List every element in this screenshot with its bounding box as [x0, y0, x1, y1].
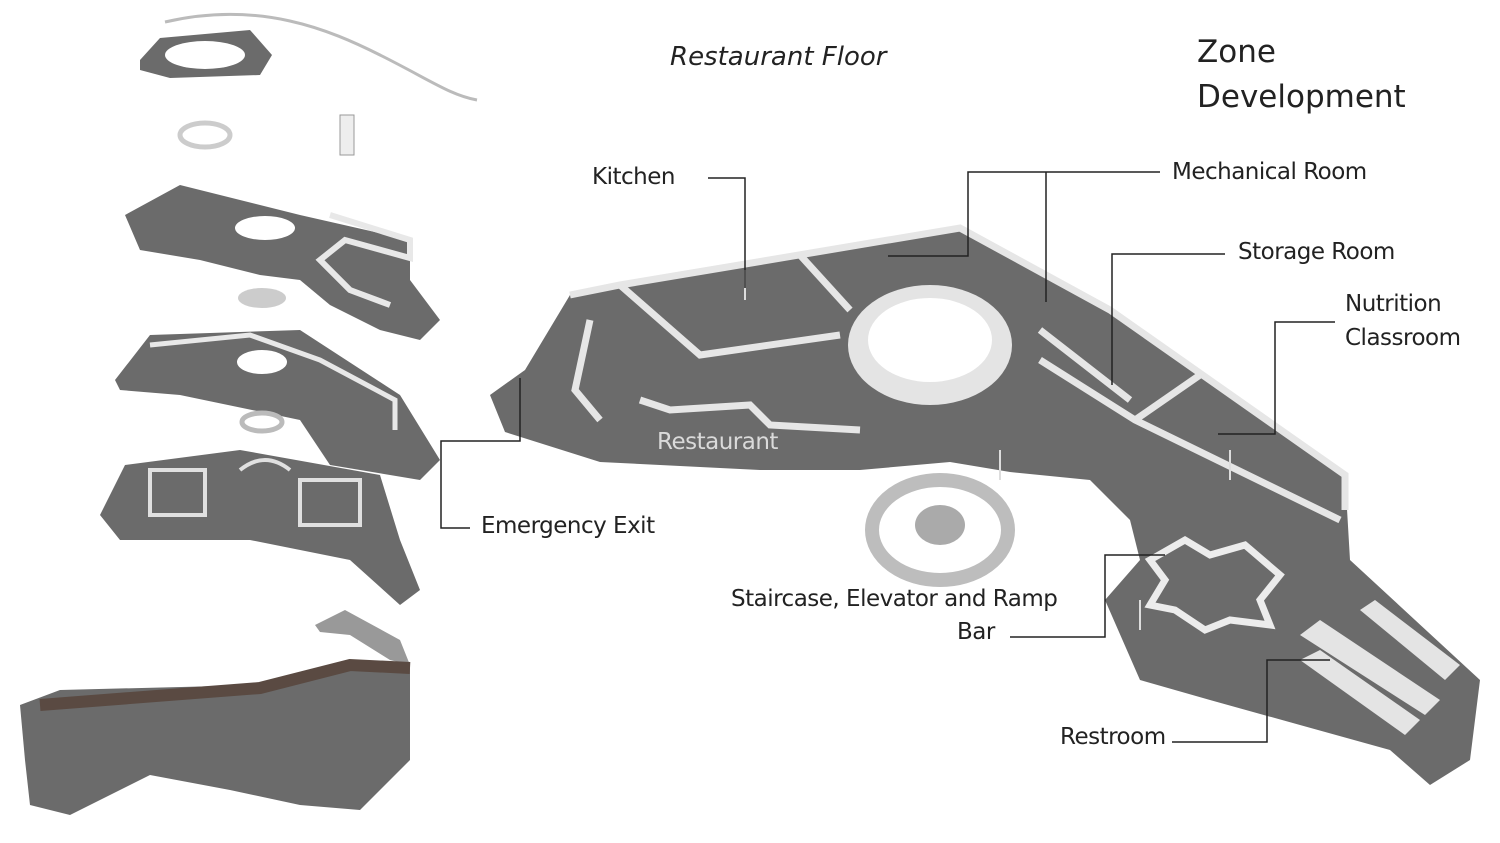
level-2: [115, 330, 440, 480]
label-nutrition-classroom: Nutrition Classroom: [1345, 291, 1461, 352]
bar-counter: [1144, 535, 1285, 634]
label-nutrition-line2: Classroom: [1345, 324, 1461, 351]
label-nutrition-line1: Nutrition: [1345, 291, 1442, 317]
label-storage-room: Storage Room: [1238, 239, 1395, 265]
bar-leader: [1010, 554, 1165, 638]
main-floor: [490, 224, 1480, 785]
nutrition-leader: [1218, 321, 1335, 435]
label-kitchen: Kitchen: [592, 164, 675, 190]
restroom-leader: [1172, 659, 1330, 743]
exploded-levels: [20, 12, 478, 815]
level-1: [100, 450, 420, 605]
atrium-opening: [868, 298, 992, 382]
roof-curve: [164, 12, 478, 102]
restroom-stalls: [1300, 600, 1460, 735]
diagram-title: Restaurant Floor: [670, 42, 887, 72]
kitchen-leader: [708, 177, 746, 288]
zone-heading: Zone Development: [1197, 30, 1406, 120]
ring-element: [239, 410, 285, 434]
label-restroom: Restroom: [1060, 724, 1166, 750]
label-emergency-exit: Emergency Exit: [481, 513, 655, 539]
label-bar: Bar: [957, 619, 995, 645]
label-mechanical-room: Mechanical Room: [1172, 159, 1367, 185]
staircase-ring: [865, 473, 1015, 587]
label-staircase-elevator-ramp: Staircase, Elevator and Ramp: [731, 586, 1058, 612]
zone-heading-line2: Development: [1197, 78, 1406, 115]
leader-lines: [440, 171, 1335, 743]
ring-element: [238, 288, 286, 308]
ramp-piece: [315, 610, 410, 665]
ring-element: [177, 120, 233, 150]
storage-leader: [1111, 253, 1225, 385]
label-restaurant: Restaurant: [657, 429, 778, 455]
level-3: [125, 185, 440, 340]
emergency-leader: [440, 378, 521, 529]
zone-heading-line1: Zone: [1197, 34, 1276, 70]
mechanical-leader: [888, 171, 1160, 302]
